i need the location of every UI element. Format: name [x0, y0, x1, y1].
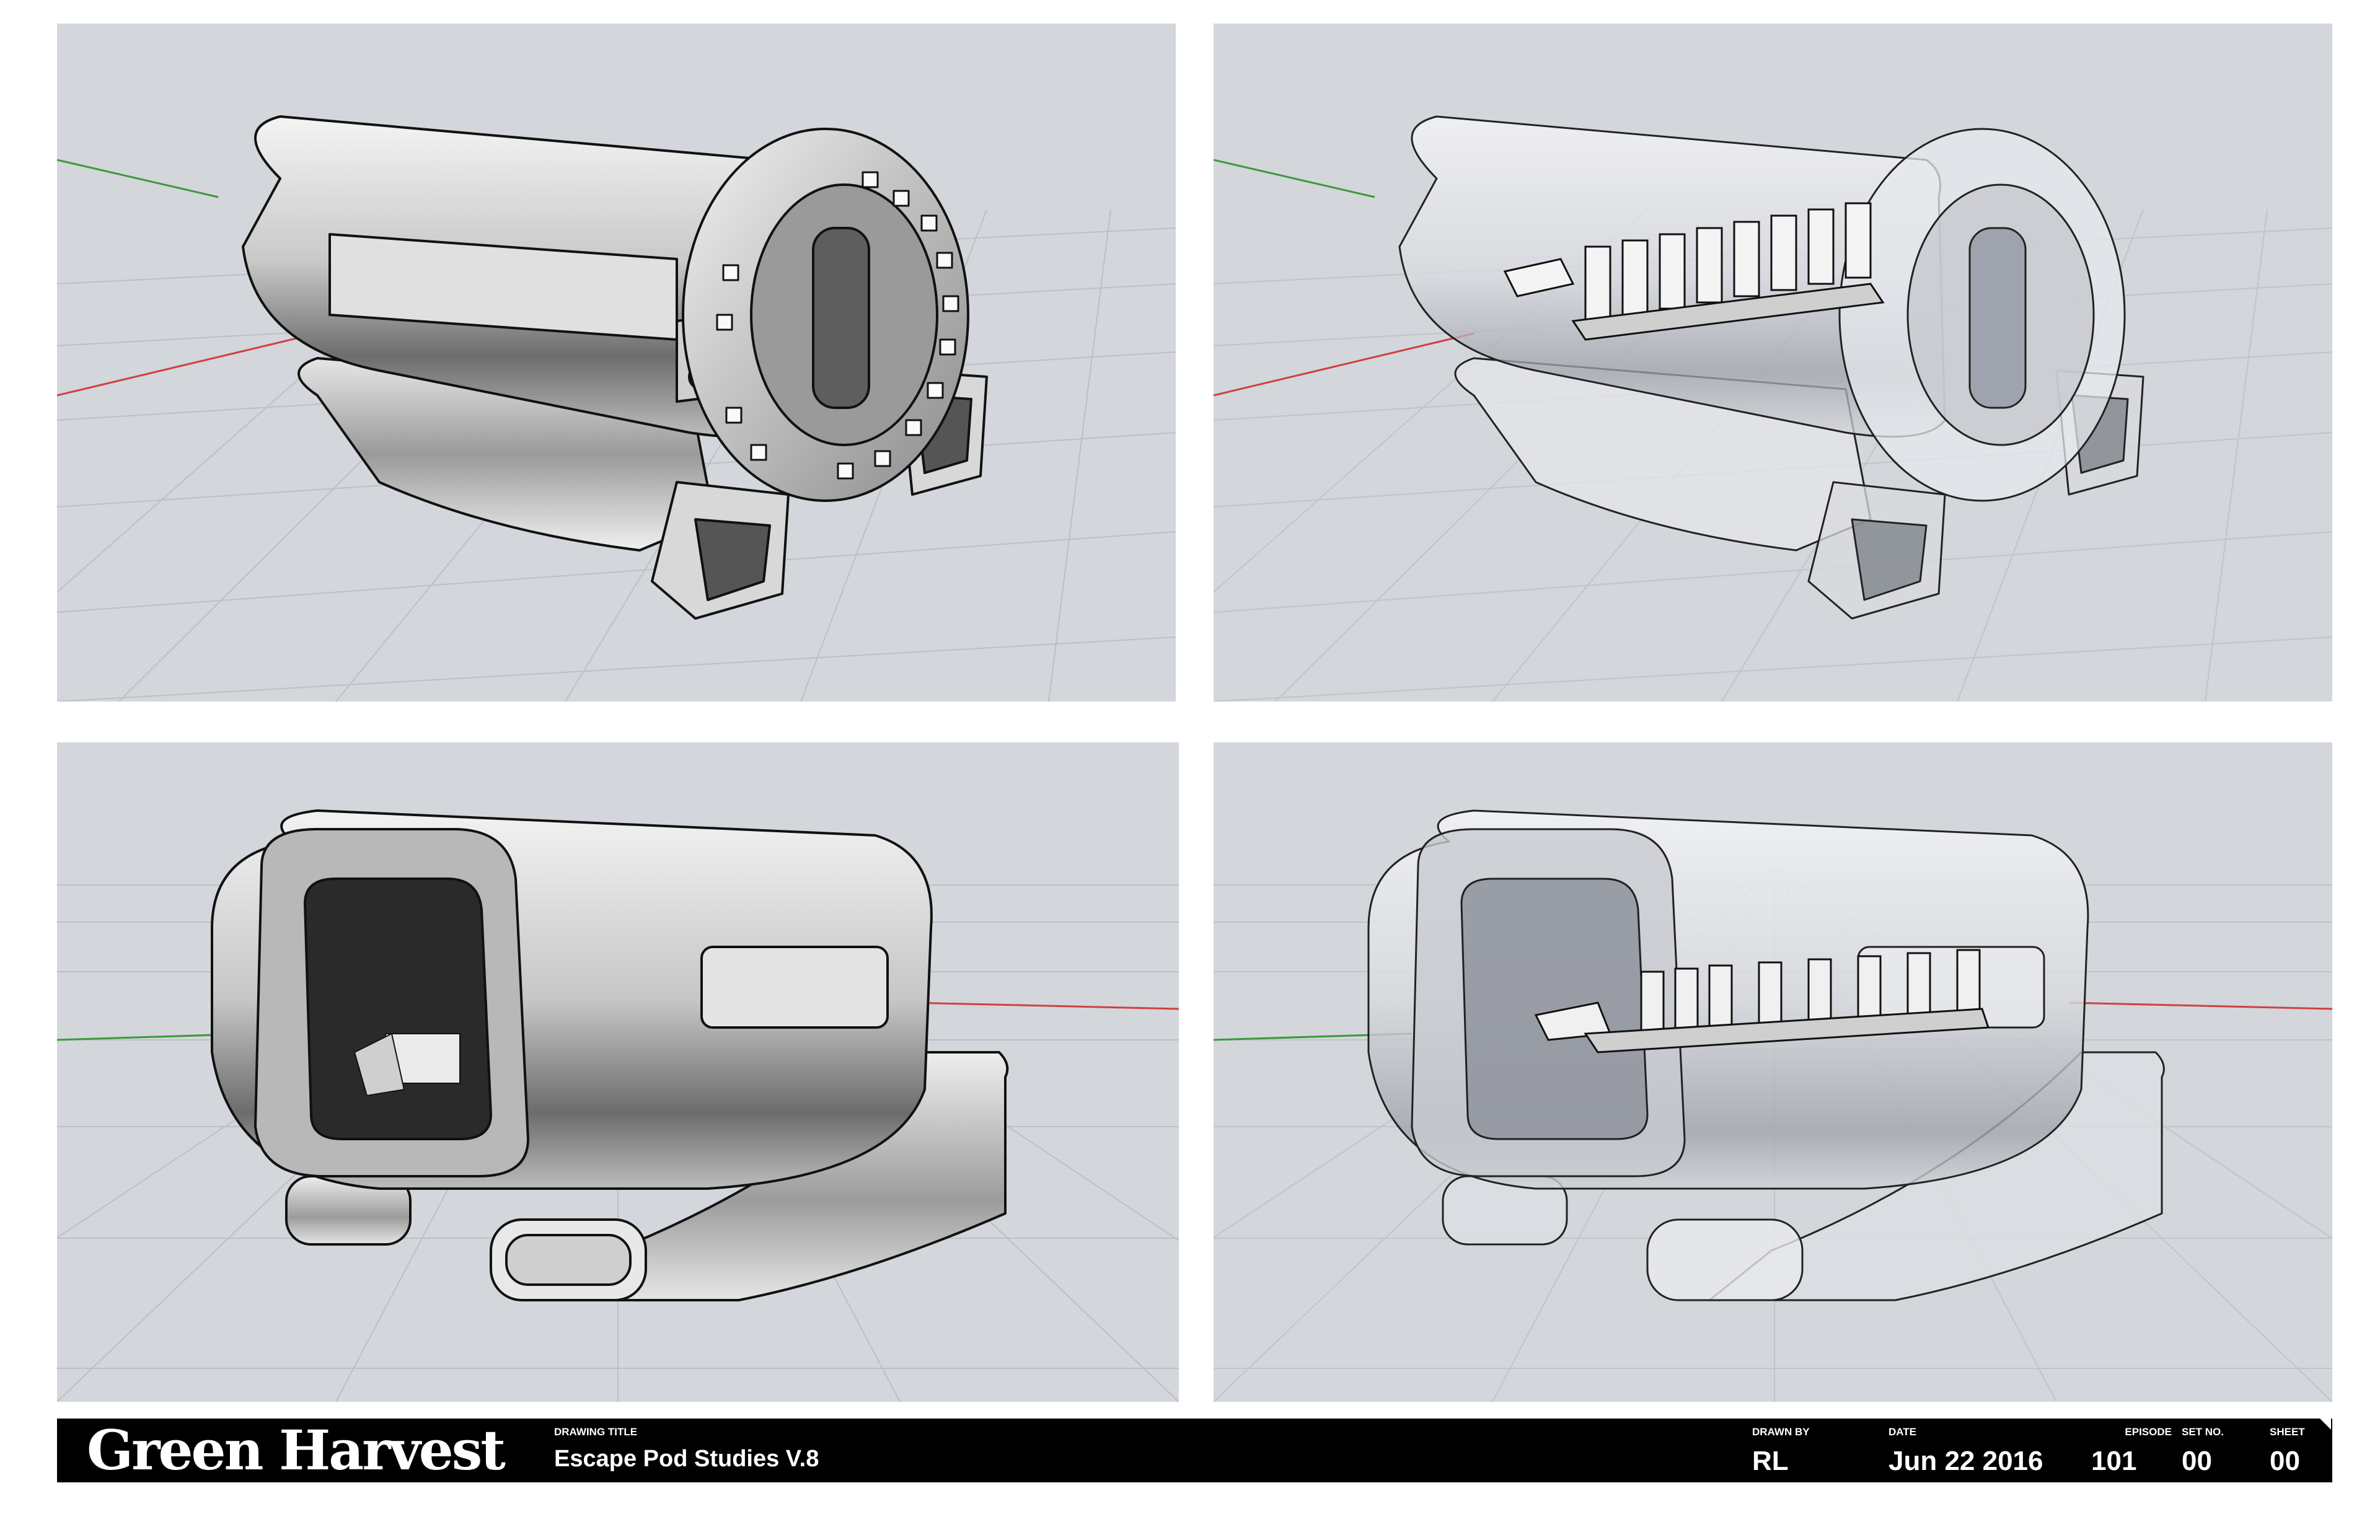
- episode-cell: EPISODE 101: [2079, 1426, 2172, 1477]
- sheet: 00: [2270, 1446, 2300, 1476]
- set-no-cell: SET NO. 00: [2182, 1426, 2224, 1477]
- drawing-title: Escape Pod Studies V.8: [554, 1446, 819, 1472]
- date-label: DATE: [1889, 1426, 1917, 1438]
- y-axis-line: [57, 159, 219, 198]
- drawing-title-label: DRAWING TITLE: [554, 1426, 638, 1438]
- render-front-xray: [1214, 809, 2332, 1402]
- x-axis-line: [2068, 1001, 2332, 1010]
- date-cell: DATE Jun 22 2016: [1889, 1426, 2043, 1477]
- corner-mark: [2320, 1419, 2331, 1430]
- viewport-front-xray[interactable]: [1214, 742, 2332, 1402]
- drawn-by: RL: [1752, 1446, 1789, 1476]
- sheet-cell: SHEET 00: [2270, 1426, 2305, 1477]
- render-rear-xray: [1214, 115, 2332, 702]
- escape-pod-model-xray: [1398, 115, 2144, 620]
- sheet-label: SHEET: [2270, 1426, 2305, 1438]
- escape-pod-model: [211, 809, 1009, 1301]
- date: Jun 22 2016: [1889, 1446, 2043, 1476]
- drawn-by-cell: DRAWN BY RL: [1752, 1426, 1810, 1477]
- drawing-title-cell: DRAWING TITLE Escape Pod Studies V.8: [554, 1426, 819, 1472]
- episode-label: EPISODE: [2125, 1426, 2172, 1438]
- viewport-front-solid[interactable]: [57, 742, 1179, 1402]
- viewport-rear-xray[interactable]: [1214, 24, 2332, 702]
- viewport-rear-solid[interactable]: [57, 24, 1176, 702]
- set-no-label: SET NO.: [2182, 1426, 2224, 1438]
- y-axis-line: [1214, 159, 1375, 198]
- x-axis-line: [1214, 332, 1474, 397]
- episode: 101: [2091, 1446, 2137, 1476]
- show-title: Green Harvest: [87, 1418, 506, 1482]
- drawn-by-label: DRAWN BY: [1752, 1426, 1810, 1438]
- escape-pod-model: [242, 115, 988, 620]
- x-axis-line: [57, 332, 318, 397]
- interior-seats: [1503, 202, 1885, 341]
- set-no: 00: [2182, 1446, 2212, 1476]
- render-front-solid: [57, 809, 1179, 1402]
- x-axis-line: [912, 1001, 1179, 1010]
- render-rear-solid: [57, 115, 1176, 702]
- escape-pod-model-xray: [1367, 809, 2165, 1301]
- interior-seats: [1534, 949, 1990, 1054]
- title-block: Green Harvest DRAWING TITLE Escape Pod S…: [57, 1419, 2332, 1482]
